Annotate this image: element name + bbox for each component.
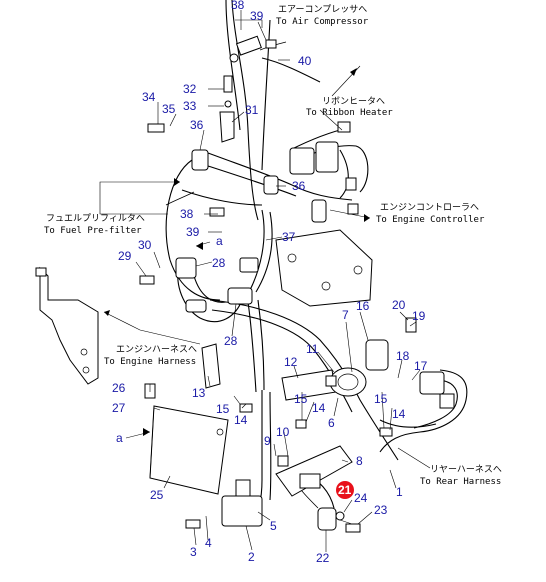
part-label-27: 27: [112, 401, 126, 415]
callout-ribbon-heater-jp: リボンヒータへ: [322, 96, 385, 107]
part-labels: a a 38 39 40 32 33 34 35 31 36 36 38 39 …: [112, 0, 428, 565]
ref-a-label: a: [116, 431, 123, 445]
part-label-24: 24: [354, 491, 368, 505]
part-label-30: 30: [138, 238, 152, 252]
part-label-29: 29: [118, 249, 132, 263]
callout-engine-harness-jp: エンジンハーネスへ: [116, 344, 197, 355]
part-21-highlight[interactable]: [336, 481, 354, 499]
callout-air-compressor-jp: エアーコンプレッサへ: [278, 4, 367, 15]
part-label-34: 34: [142, 90, 156, 104]
part-label-19: 19: [412, 309, 426, 323]
part-label-38: 38: [231, 0, 245, 12]
part-label-32: 32: [183, 82, 197, 96]
callout-ribbon-heater-en: To Ribbon Heater: [306, 108, 393, 118]
part-label-5: 5: [270, 519, 277, 533]
part-label-4: 4: [205, 536, 212, 550]
callout-texts: エアーコンプレッサへ To Air Compressor リボンヒータへ To …: [44, 4, 502, 487]
parts-shapes: [35, 35, 455, 533]
part-label-14: 14: [234, 413, 248, 427]
part-label-22: 22: [316, 551, 330, 565]
part-label-39: 39: [186, 225, 200, 239]
part-label-6: 6: [328, 416, 335, 430]
part-label-18: 18: [396, 349, 410, 363]
part-label-1: 1: [396, 485, 403, 499]
part-label-28: 28: [224, 334, 238, 348]
part-label-17: 17: [414, 359, 428, 373]
part-label-31: 31: [245, 103, 259, 117]
part-label-40: 40: [298, 54, 312, 68]
callout-rear-harness-jp: リヤーハーネスへ: [430, 464, 502, 475]
part-label-3: 3: [190, 545, 197, 559]
part-label-10: 10: [276, 425, 290, 439]
part-label-33: 33: [183, 99, 197, 113]
callout-fuel-prefilter-jp: フュエルプリフィルタへ: [46, 213, 145, 224]
reference-arrows: [104, 68, 370, 439]
callout-engine-controller-en: To Engine Controller: [376, 215, 485, 225]
part-label-8: 8: [356, 454, 363, 468]
part-label-15: 15: [216, 402, 230, 416]
part-label-2: 2: [248, 550, 255, 564]
part-label-39: 39: [250, 9, 264, 23]
ref-a-label: a: [216, 234, 223, 248]
part-label-12: 12: [284, 355, 298, 369]
part-label-20: 20: [392, 298, 406, 312]
callout-air-compressor-en: To Air Compressor: [276, 17, 369, 27]
part-label-15: 15: [294, 392, 308, 406]
part-label-38: 38: [180, 207, 194, 221]
part-label-35: 35: [162, 102, 176, 116]
part-label-36: 36: [292, 179, 306, 193]
callout-fuel-prefilter-en: To Fuel Pre-filter: [44, 226, 142, 236]
part-label-15: 15: [374, 392, 388, 406]
part-label-7: 7: [342, 308, 349, 322]
part-label-26: 26: [112, 381, 126, 395]
part-label-25: 25: [150, 488, 164, 502]
part-label-13: 13: [192, 386, 206, 400]
part-label-11: 11: [306, 342, 319, 356]
part-label-37: 37: [282, 230, 296, 244]
part-label-36: 36: [190, 118, 204, 132]
callout-engine-controller-jp: エンジンコントローラへ: [380, 202, 479, 213]
callout-rear-harness-en: To Rear Harness: [420, 477, 501, 487]
part-label-28: 28: [212, 256, 226, 270]
part-label-16: 16: [356, 299, 370, 313]
part-label-23: 23: [374, 503, 388, 517]
part-label-14: 14: [312, 401, 326, 415]
part-label-9: 9: [264, 434, 271, 448]
part-label-21: 21: [338, 483, 352, 497]
callout-engine-harness-en: To Engine Harness: [104, 357, 196, 367]
part-label-14: 14: [392, 407, 406, 421]
leader-lines: [99, 10, 431, 552]
